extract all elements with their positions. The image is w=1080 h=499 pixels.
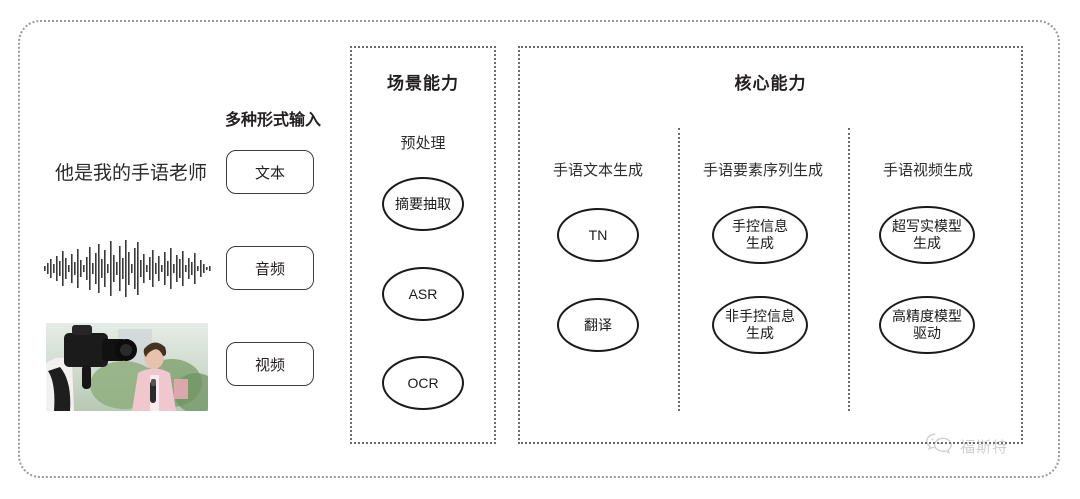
node-translation[interactable]: 翻译 xyxy=(557,298,639,352)
node-line2: 生成 xyxy=(913,235,941,251)
scene-capability-box xyxy=(350,46,496,444)
node-line2: 驱动 xyxy=(913,325,941,341)
node-line2: 生成 xyxy=(746,325,774,341)
node-line1: 高精度模型 xyxy=(892,308,962,324)
node-line1: 手控信息 xyxy=(732,218,788,234)
core-column-label-text-generation: 手语文本生成 xyxy=(552,162,643,179)
scene-column-label: 预处理 xyxy=(400,135,446,152)
node-line2: 生成 xyxy=(746,235,774,251)
node-line1: 翻译 xyxy=(584,316,612,333)
node-manual-info-generation[interactable]: 手控信息 生成 xyxy=(712,206,808,264)
input-panel-heading: 多种形式输入 xyxy=(224,112,321,129)
audio-waveform-icon xyxy=(42,238,214,298)
node-line1: TN xyxy=(588,226,608,243)
node-line1: 超写实模型 xyxy=(892,218,962,234)
core-capability-title: 核心能力 xyxy=(734,74,807,93)
input-button-audio[interactable]: 音频 xyxy=(226,246,314,290)
node-ocr[interactable]: OCR xyxy=(382,356,464,410)
node-hyperrealistic-model-generation[interactable]: 超写实模型 生成 xyxy=(879,206,975,264)
node-asr[interactable]: ASR xyxy=(382,267,464,321)
node-line1: 非手控信息 xyxy=(725,308,795,324)
node-tn[interactable]: TN xyxy=(557,208,639,262)
wechat-bubble-icon xyxy=(925,432,955,461)
watermark: 福斯特 xyxy=(925,432,1008,461)
core-column-divider-2 xyxy=(848,128,850,411)
core-column-label-video-generation: 手语视频生成 xyxy=(882,162,973,179)
input-button-text[interactable]: 文本 xyxy=(226,150,314,194)
input-button-video[interactable]: 视频 xyxy=(226,342,314,386)
scene-capability-title: 场景能力 xyxy=(387,74,459,93)
video-thumbnail-icon xyxy=(46,323,208,411)
node-high-precision-model-driving[interactable]: 高精度模型 驱动 xyxy=(879,296,975,354)
core-column-divider-1 xyxy=(678,128,680,411)
sample-text: 他是我的手语老师 xyxy=(54,163,207,184)
core-capability-box xyxy=(518,46,1023,444)
watermark-text: 福斯特 xyxy=(960,439,1009,456)
node-nonmanual-info-generation[interactable]: 非手控信息 生成 xyxy=(712,296,808,354)
node-abstract-extraction[interactable]: 摘要抽取 xyxy=(382,177,464,231)
core-column-label-element-sequence: 手语要素序列生成 xyxy=(702,162,823,179)
outer-frame xyxy=(18,20,1060,478)
